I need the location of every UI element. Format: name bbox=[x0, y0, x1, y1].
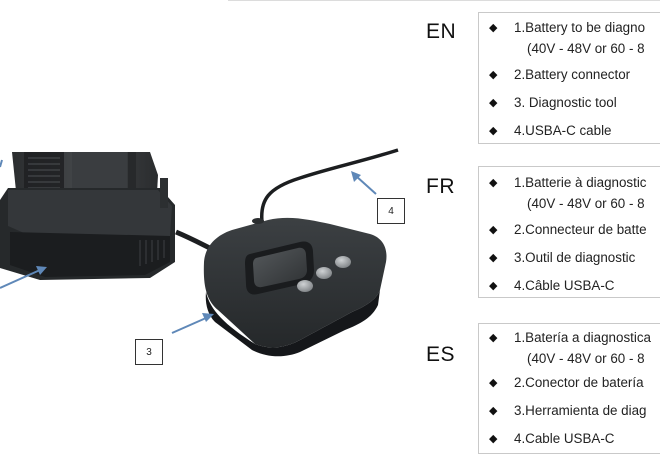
list-item: ◆4.Cable USBA-C bbox=[489, 431, 615, 446]
arrow-usb-cable bbox=[351, 171, 377, 195]
list-item: ◆1.Batterie à diagnostic bbox=[489, 175, 647, 190]
top-divider-line bbox=[228, 0, 660, 1]
arrow-connector bbox=[0, 266, 47, 289]
diamond-bullet-icon: ◆ bbox=[489, 433, 498, 445]
diamond-bullet-icon: ◆ bbox=[489, 69, 498, 81]
list-item: ◆3. Diagnostic tool bbox=[489, 95, 617, 110]
list-item: ◆3.Herramienta de diag bbox=[489, 403, 647, 418]
diagnostic-tool bbox=[203, 217, 387, 357]
legend-box-es: ◆1.Batería a diagnostica (40V - 48V or 6… bbox=[478, 323, 660, 454]
diamond-bullet-icon: ◆ bbox=[489, 332, 498, 344]
list-item: ◆1.Batería a diagnostica bbox=[489, 330, 651, 345]
diamond-bullet-icon: ◆ bbox=[489, 177, 498, 189]
lang-label-en: EN bbox=[426, 20, 457, 43]
list-item: ◆2.Battery connector bbox=[489, 67, 631, 82]
lang-label-es: ES bbox=[426, 343, 456, 366]
list-item: ◆2.Connecteur de batte bbox=[489, 222, 647, 237]
product-illustration bbox=[0, 148, 399, 357]
diamond-bullet-icon: ◆ bbox=[489, 377, 498, 389]
lang-label-fr: FR bbox=[426, 175, 455, 198]
legend-box-en: ◆1.Battery to be diagno (40V - 48V or 60… bbox=[478, 12, 660, 144]
arrow-diagnostic-tool bbox=[171, 313, 214, 334]
list-item-continuation: (40V - 48V or 60 - 8 bbox=[527, 196, 645, 211]
callout-diagnostic-tool: 3 bbox=[135, 339, 163, 365]
list-item: ◆4.USBA-C cable bbox=[489, 123, 612, 138]
diamond-bullet-icon: ◆ bbox=[489, 22, 498, 34]
battery-connector-base bbox=[0, 178, 175, 280]
legend-box-fr: ◆1.Batterie à diagnostic (40V - 48V or 6… bbox=[478, 166, 660, 298]
arrow-battery bbox=[0, 159, 3, 168]
diamond-bullet-icon: ◆ bbox=[489, 97, 498, 109]
diamond-bullet-icon: ◆ bbox=[489, 280, 498, 292]
diamond-bullet-icon: ◆ bbox=[489, 405, 498, 417]
diamond-bullet-icon: ◆ bbox=[489, 224, 498, 236]
list-item-continuation: (40V - 48V or 60 - 8 bbox=[527, 41, 645, 56]
list-item-continuation: (40V - 48V or 60 - 8 bbox=[527, 351, 645, 366]
list-item: ◆2.Conector de batería bbox=[489, 375, 644, 390]
list-item: ◆4.Câble USBA-C bbox=[489, 278, 615, 293]
callout-usb-cable: 4 bbox=[377, 198, 405, 224]
list-item: ◆1.Battery to be diagno bbox=[489, 20, 646, 35]
diamond-bullet-icon: ◆ bbox=[489, 125, 498, 137]
diamond-bullet-icon: ◆ bbox=[489, 252, 498, 264]
usb-c-cable bbox=[259, 148, 399, 223]
list-item: ◆3.Outil de diagnostic bbox=[489, 250, 636, 265]
